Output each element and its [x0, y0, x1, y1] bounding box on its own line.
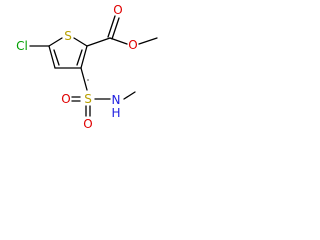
bond-c5-s1 [48, 37, 63, 47]
bond-c2-c3-inner [76, 49, 83, 66]
ester-oxygen-atom-label: O [128, 38, 137, 52]
bond-o-methyl [138, 37, 158, 45]
bond-c2-c3 [80, 45, 88, 69]
bond-s1-c2 [73, 37, 88, 47]
bond-c4-c5-inner [53, 49, 60, 66]
bond-c3-sulfonyl-s [80, 67, 88, 91]
bond-carbonyl-o-double-b [111, 17, 120, 40]
atom-labels: Cl S O O S O O N H [16, 3, 138, 131]
bond-c4-c5 [48, 45, 56, 69]
bond-carbonyl-o-ester [109, 37, 128, 45]
sulfonyl-sulfur-atom-label: S [84, 92, 92, 106]
chlorine-atom-label: Cl [16, 39, 28, 53]
amide-nitrogen-atom-label: N [112, 93, 121, 107]
ring-sulfur-atom-label: S [64, 29, 72, 43]
chemical-structure-diagram: Cl S O O S O O N H [16, 3, 158, 131]
bond-n-methyl [123, 91, 136, 100]
bond-c2-carbonyl [86, 37, 111, 47]
bond-carbonyl-o-double-a [107, 15, 116, 38]
carbonyl-oxygen-atom-label: O [113, 3, 122, 17]
sulfonyl-oxygen-left-atom-label: O [61, 92, 70, 106]
sulfonyl-oxygen-bottom-atom-label: O [83, 117, 92, 131]
amide-hydrogen-atom-label: H [111, 106, 120, 120]
bonds [29, 15, 158, 117]
